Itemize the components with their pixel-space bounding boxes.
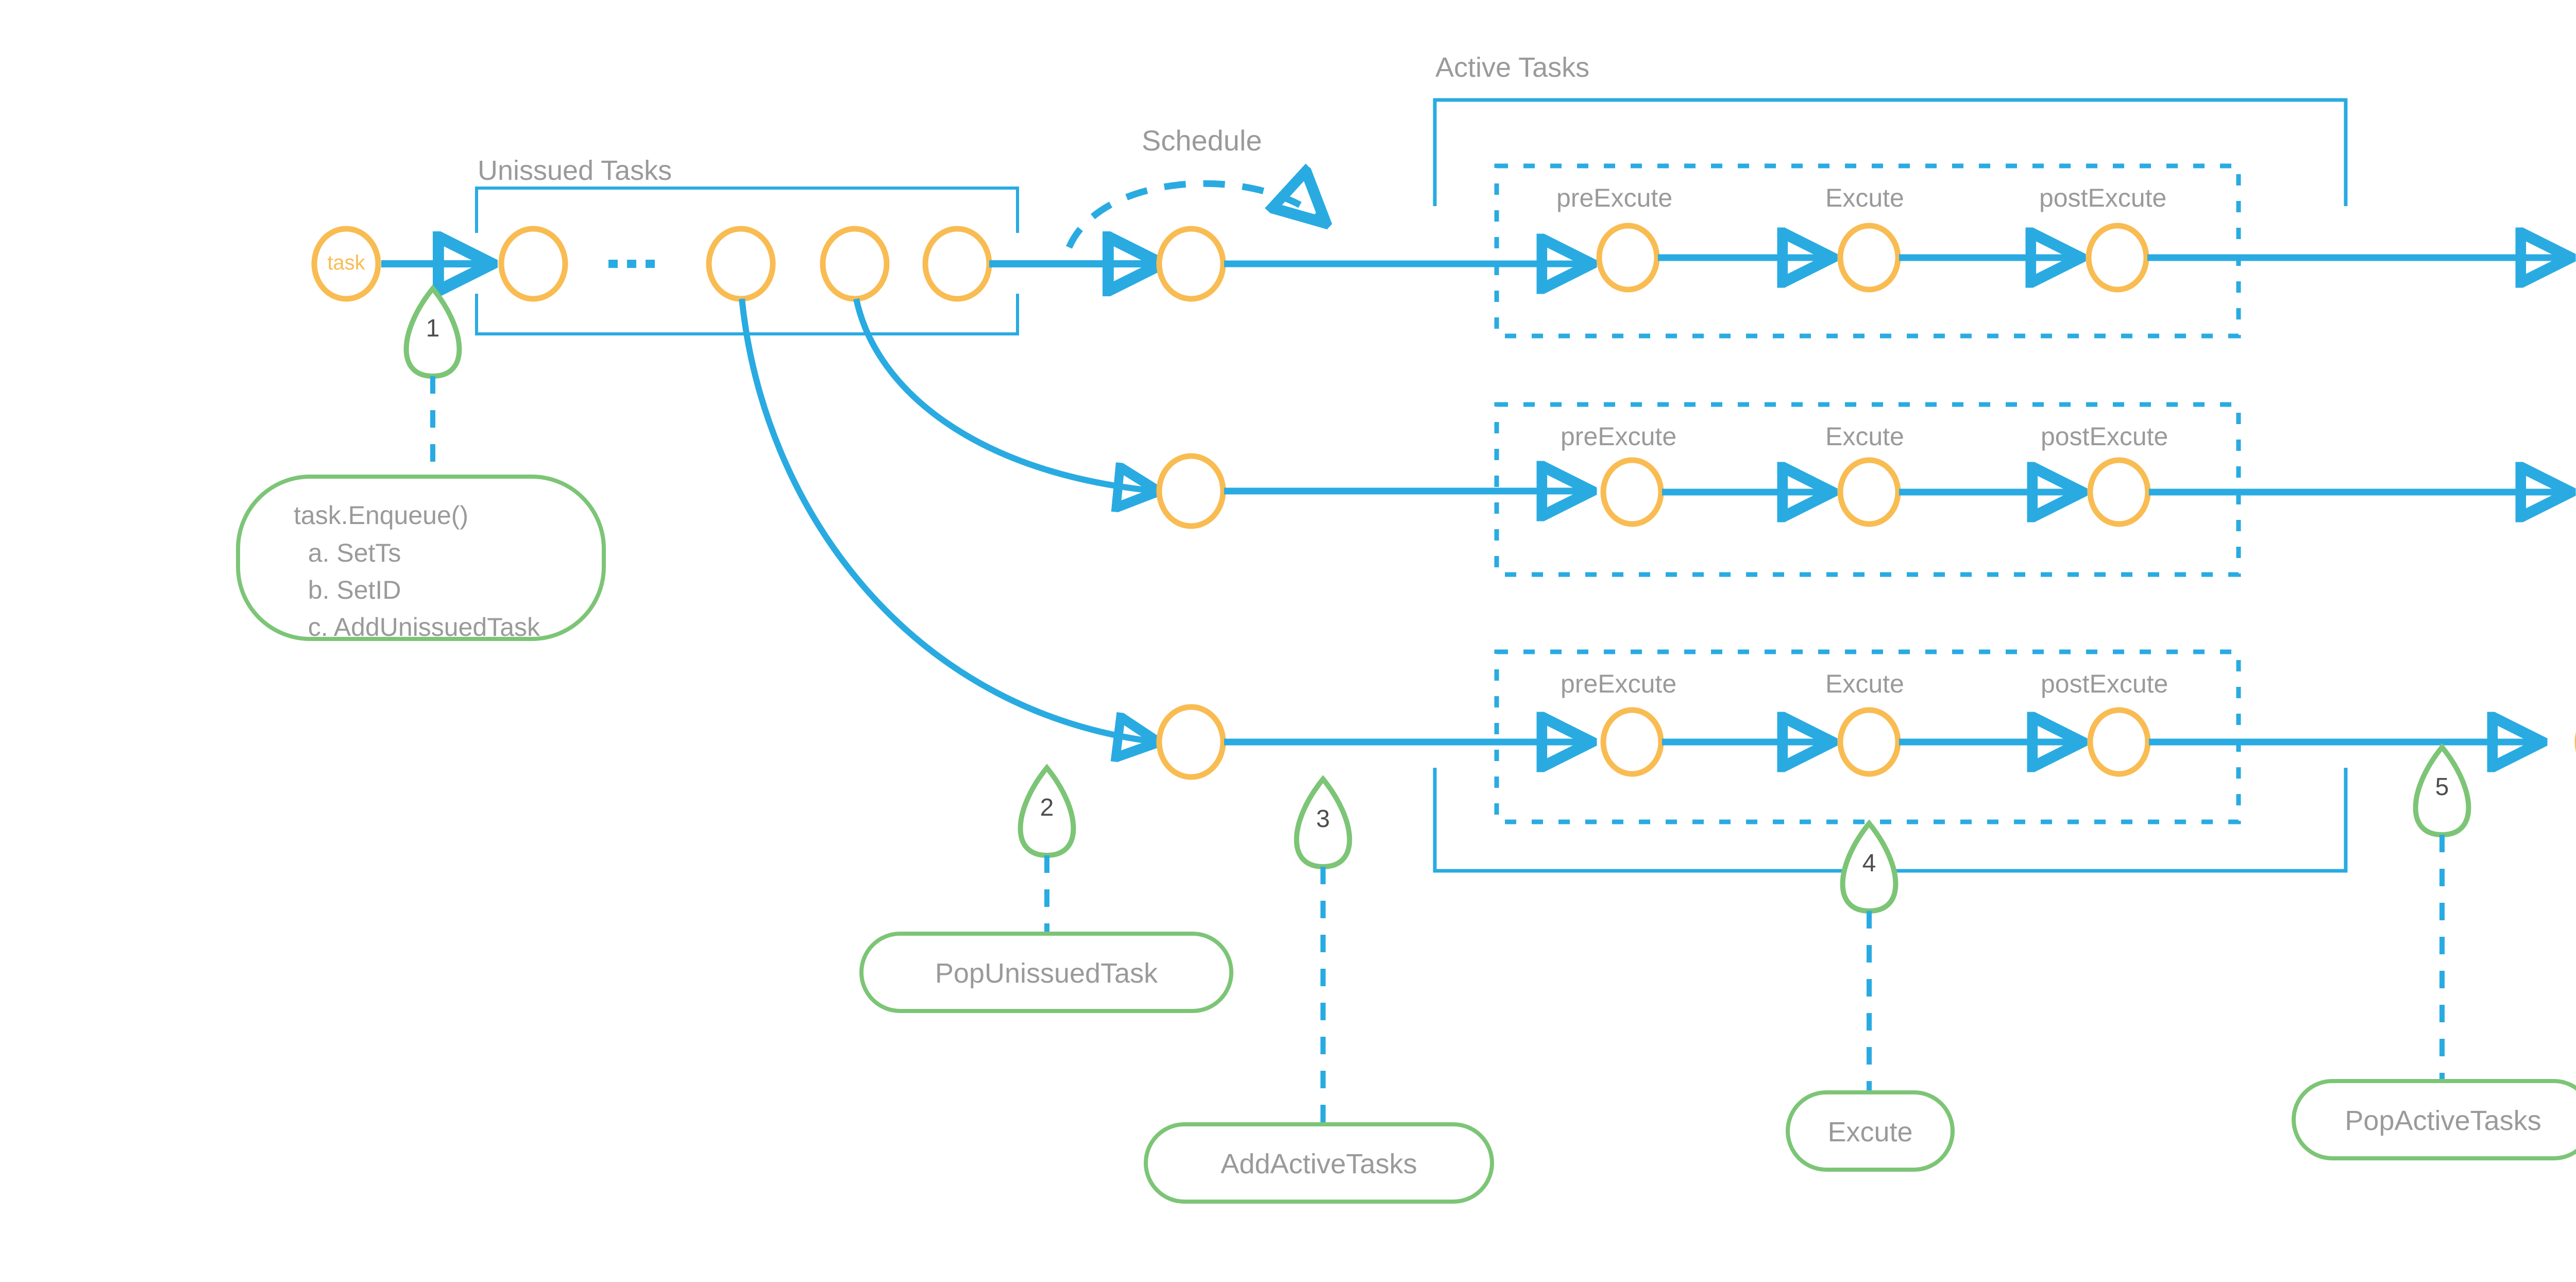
callout-enqueue-line-4: c. AddUnissuedTask: [294, 613, 540, 642]
callout-excute-shape[interactable]: [1786, 1090, 1955, 1172]
pin-2[interactable]: [1018, 764, 1076, 933]
task-node: [311, 226, 381, 302]
row2-postexcute-label: postExcute: [2041, 422, 2168, 451]
unissued-node-2: [706, 226, 776, 302]
pin-4[interactable]: [1840, 819, 1899, 1092]
queue-curve-to-row2: [853, 298, 1157, 491]
callout-add-active-shape[interactable]: [1144, 1122, 1494, 1204]
active-tasks-label: Active Tasks: [1435, 52, 1590, 83]
row3-excute-label: Excute: [1825, 669, 1904, 698]
schedule-dashed-arc: [1066, 183, 1324, 249]
unissued-node-3: [820, 226, 890, 302]
row1-dispatch-node: [1156, 226, 1226, 302]
queue-curve-to-row3: [739, 298, 1157, 742]
row3-preexcute-label: preExcute: [1561, 669, 1677, 698]
callout-enqueue-shape[interactable]: [236, 475, 606, 641]
row1-postexcute-label: postExcute: [2039, 183, 2167, 212]
row2-dispatch-node: [1156, 453, 1226, 529]
callout-enqueue-line-2: a. SetTs: [294, 538, 401, 567]
row1-preexcute-node: [1596, 223, 1660, 293]
row2-preexcute-node: [1600, 457, 1664, 527]
pin-5[interactable]: [2413, 743, 2471, 1082]
row-3: [1156, 649, 2576, 824]
row3-dispatch-node: [1156, 704, 1226, 780]
row1-postexcute-node: [2086, 223, 2149, 293]
callout-pop-active-label: PopActiveTasks: [2345, 1105, 2541, 1136]
pin-3[interactable]: [1294, 775, 1352, 1123]
task-node-label: task: [327, 251, 365, 274]
unissued-tasks-label: Unissued Tasks: [478, 155, 672, 186]
pin-5-number: 5: [2435, 773, 2449, 801]
row2-postexcute-node: [2087, 457, 2151, 527]
callout-add-active-label: AddActiveTasks: [1221, 1149, 1417, 1179]
pin-1-number: 1: [426, 315, 440, 342]
unissued-node-1: [498, 226, 568, 302]
callout-pop-active-shape[interactable]: [2292, 1079, 2576, 1160]
row1-excute-label: Excute: [1825, 183, 1904, 212]
callout-enqueue-line-3: b. SetID: [294, 576, 401, 604]
row2-excute-label: Excute: [1825, 422, 1904, 451]
row3-excute-node: [1837, 707, 1901, 777]
schedule-label: Schedule: [1142, 124, 1262, 157]
callout-enqueue-line-1: task.Enqueue(): [294, 501, 469, 530]
row3-preexcute-node: [1600, 707, 1664, 777]
row-2: [1156, 402, 2576, 577]
unissued-task-nodes: [498, 226, 992, 302]
callout-excute-label: Excute: [1827, 1117, 1913, 1148]
row-1: [1156, 163, 2576, 339]
row2-preexcute-label: preExcute: [1561, 422, 1677, 451]
row2-excute-node: [1837, 457, 1901, 527]
callout-pop-unissued-label: PopUnissuedTask: [935, 958, 1158, 989]
pin-2-number: 2: [1040, 794, 1054, 821]
callout-pop-unissued-shape[interactable]: [859, 932, 1233, 1013]
row1-preexcute-label: preExcute: [1556, 183, 1673, 212]
queue-ellipsis-dots: [608, 260, 655, 268]
pin-3-number: 3: [1316, 805, 1330, 833]
row3-postexcute-label: postExcute: [2041, 669, 2168, 698]
row3-postexcute-node: [2087, 707, 2151, 777]
unissued-node-4: [922, 226, 992, 302]
pin-4-number: 4: [1862, 850, 1876, 877]
pin-1[interactable]: [403, 284, 462, 477]
row1-excute-node: [1837, 223, 1901, 293]
